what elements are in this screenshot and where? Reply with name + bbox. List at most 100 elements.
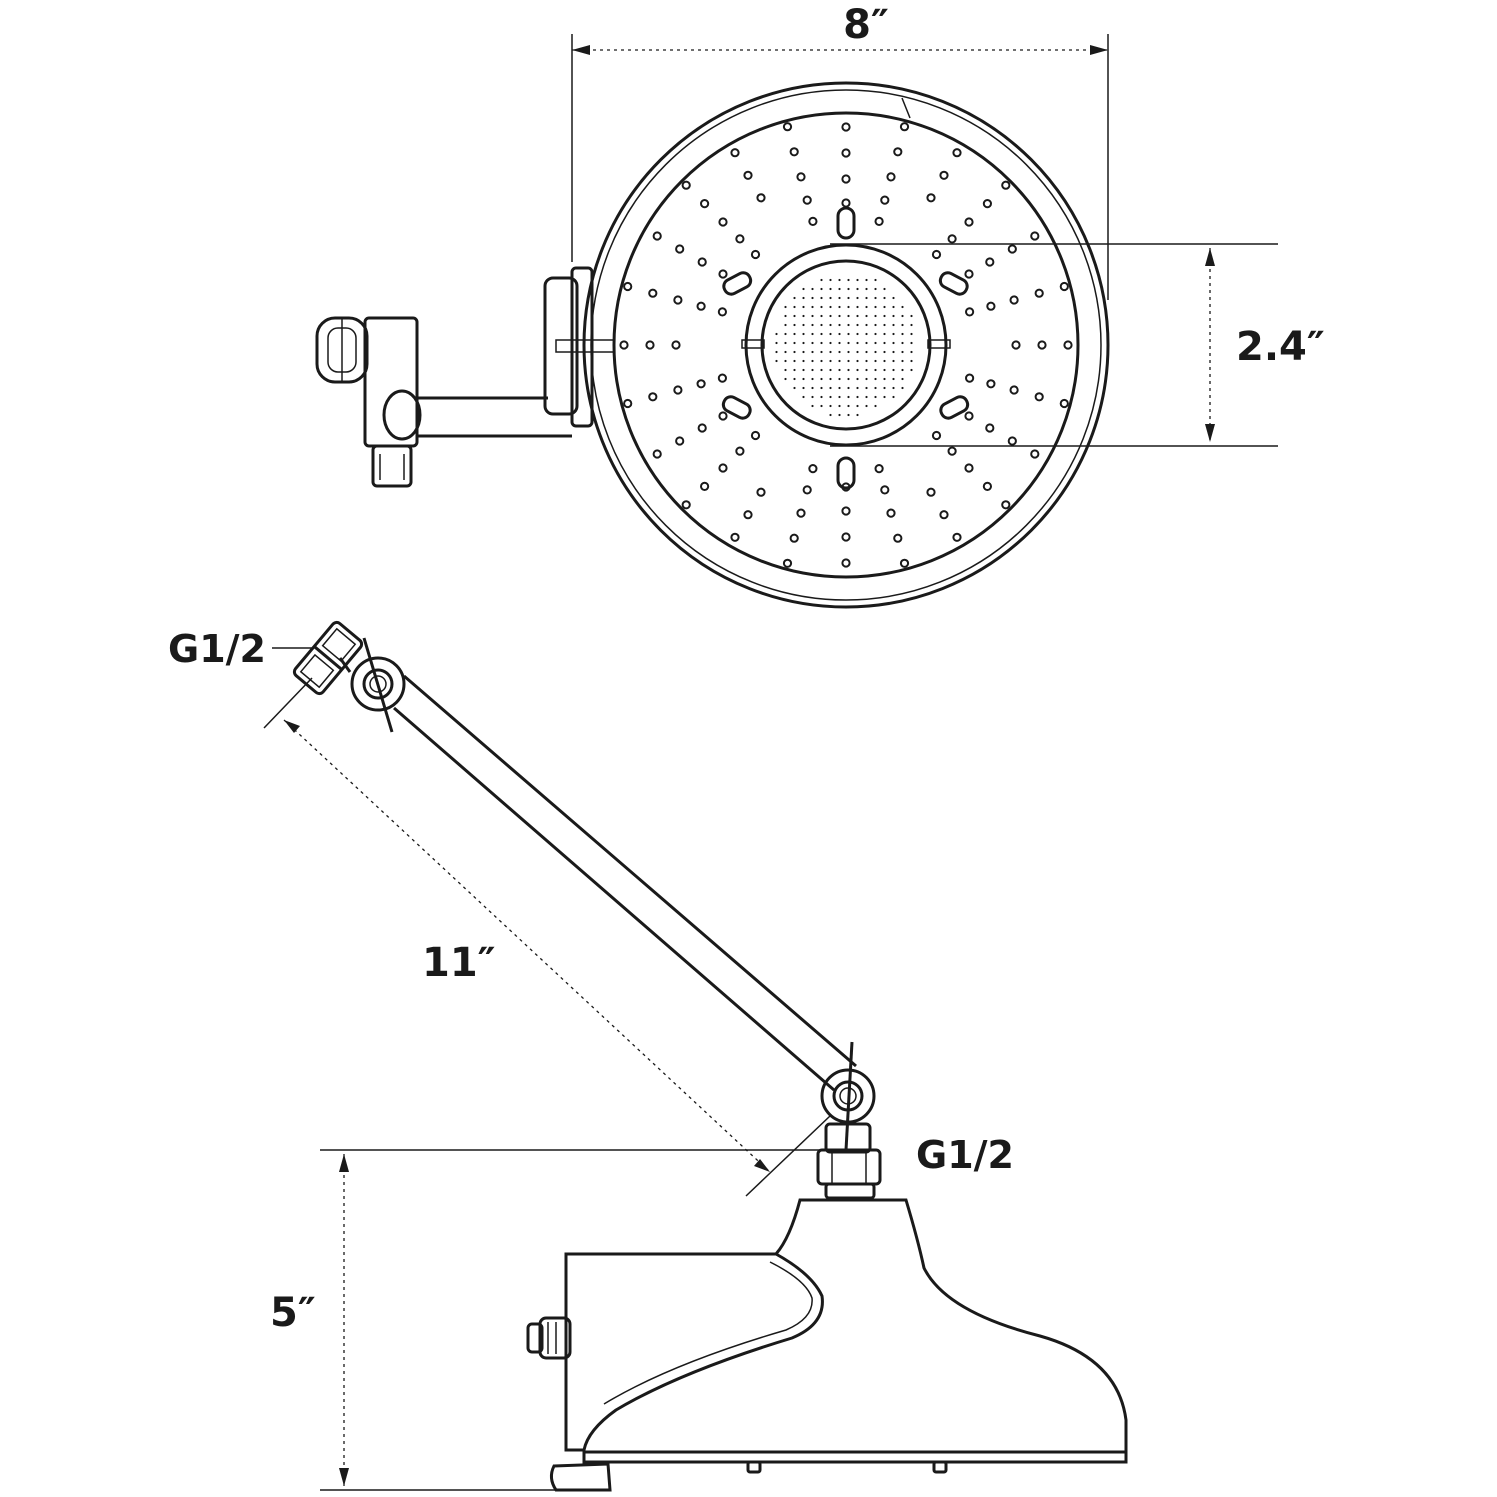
top-knuckle (338, 637, 406, 733)
center-dot (802, 305, 805, 309)
center-dot (829, 278, 832, 282)
center-dot (856, 413, 859, 417)
center-dot (802, 395, 805, 399)
nozzle-dot (952, 532, 962, 542)
nozzle-dot (964, 411, 974, 421)
center-dot (775, 332, 778, 336)
center-dot (901, 386, 904, 390)
center-dot (784, 350, 787, 354)
center-dot (829, 341, 832, 345)
diameter-label: 8″ (843, 2, 889, 48)
center-dot (901, 368, 904, 372)
center-dot (865, 305, 868, 309)
center-dot (784, 368, 787, 372)
arm-length-dimension: 11″ (263, 677, 831, 1197)
center-dot (856, 359, 859, 363)
nozzle-dot (718, 217, 728, 227)
center-dot (847, 386, 850, 390)
height-dimension: 5″ (270, 1149, 822, 1491)
center-dot (820, 296, 823, 300)
center-dot (910, 350, 913, 354)
center-dot (838, 395, 841, 399)
center-dot (838, 305, 841, 309)
arm-tube (393, 674, 857, 1092)
nozzle-dot (982, 481, 993, 491)
center-dot (874, 350, 877, 354)
nozzle-dot (673, 295, 683, 305)
center-dot (820, 278, 823, 282)
center-dot (874, 404, 877, 408)
center-dot (883, 368, 886, 372)
nozzle-dot (1001, 180, 1011, 190)
nozzle-dot (796, 172, 806, 182)
nozzle-dot (717, 373, 728, 383)
nozzle-dot (939, 170, 949, 180)
center-dot (820, 404, 823, 408)
nozzle-dot (730, 532, 740, 542)
center-dot (820, 332, 823, 336)
center-dot (901, 332, 904, 336)
center-dot (901, 305, 904, 309)
center-dot (820, 359, 823, 363)
center-dot (847, 305, 850, 309)
center-dot (865, 341, 868, 345)
center-spray-dots (775, 278, 913, 417)
center-dot (820, 386, 823, 390)
nozzle-dot (696, 301, 706, 311)
center-dot (865, 314, 868, 318)
center-dot (802, 341, 805, 345)
arm-length-label: 11″ (422, 940, 496, 986)
center-dot (802, 359, 805, 363)
nozzle-dot (743, 170, 753, 180)
center-dot (784, 341, 787, 345)
center-dot (829, 350, 832, 354)
center-dot (865, 332, 868, 336)
center-dot (856, 386, 859, 390)
center-dot (811, 341, 814, 345)
nozzle-dot (841, 174, 851, 184)
center-dot (847, 359, 850, 363)
center-dot (847, 332, 850, 336)
nozzle-dot (697, 423, 707, 433)
center-dot (784, 314, 787, 318)
nozzle-dot (782, 122, 793, 132)
center-dot (892, 377, 895, 381)
nozzle-dot (796, 508, 806, 518)
nozzle-dot (841, 122, 851, 132)
center-dot (883, 395, 886, 399)
nozzle-dot (986, 301, 996, 311)
nozzle-dot (986, 379, 996, 389)
center-dot (874, 368, 877, 372)
nozzle-dot (964, 269, 974, 279)
nozzle-dot (841, 148, 851, 158)
center-dot (892, 341, 895, 345)
center-dot (901, 359, 904, 363)
center-dot (811, 287, 814, 291)
center-dot (793, 377, 796, 381)
center-dot (820, 395, 823, 399)
center-dot (856, 368, 859, 372)
center-dot (811, 395, 814, 399)
center-dot (883, 350, 886, 354)
center-dot (901, 341, 904, 345)
nozzle-dot (939, 510, 949, 520)
center-dot (793, 341, 796, 345)
center-dot (802, 287, 805, 291)
top-connector-label: G1/2 (168, 627, 266, 671)
center-dot (838, 404, 841, 408)
nozzle-dot (782, 558, 793, 568)
center-dot (892, 395, 895, 399)
center-dot (874, 305, 877, 309)
center-dot (838, 332, 841, 336)
rim-ring (590, 89, 1102, 601)
center-dot (847, 413, 850, 417)
center-dot (865, 359, 868, 363)
center-dot (865, 296, 868, 300)
center-dot (856, 395, 859, 399)
center-dot (865, 386, 868, 390)
center-dot (865, 368, 868, 372)
center-dot (820, 305, 823, 309)
center-dot (847, 377, 850, 381)
center-dot (883, 332, 886, 336)
inner-diameter-dimension: 2.4″ (830, 243, 1325, 447)
